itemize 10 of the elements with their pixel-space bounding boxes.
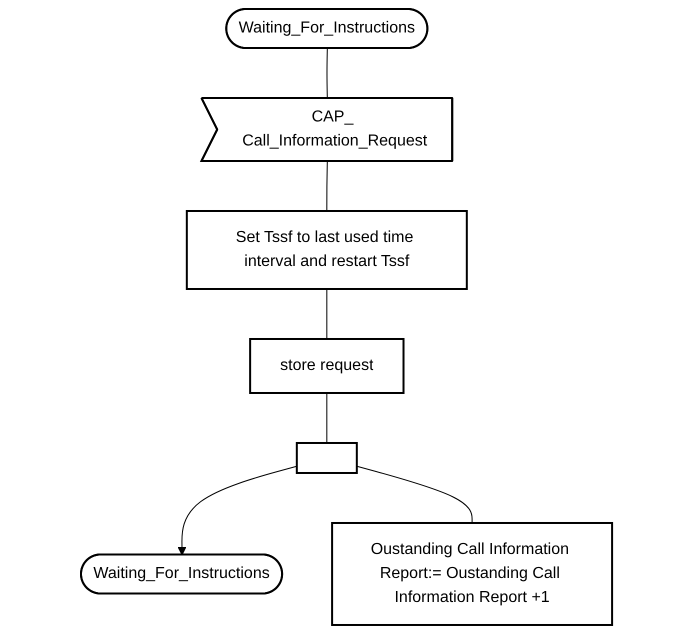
node-box: Oustanding Call Information Report:= Oustanding Call Information Report +1 <box>332 521 614 626</box>
connector <box>326 48 328 98</box>
node-box: Set Tssf to last used time interval and restart Tssf <box>186 210 468 290</box>
connector <box>326 392 328 443</box>
arrow <box>178 465 298 555</box>
node-box <box>296 442 358 474</box>
connector <box>326 288 328 339</box>
connector <box>356 465 474 523</box>
node-box: store request <box>250 338 405 394</box>
connector <box>326 160 328 211</box>
